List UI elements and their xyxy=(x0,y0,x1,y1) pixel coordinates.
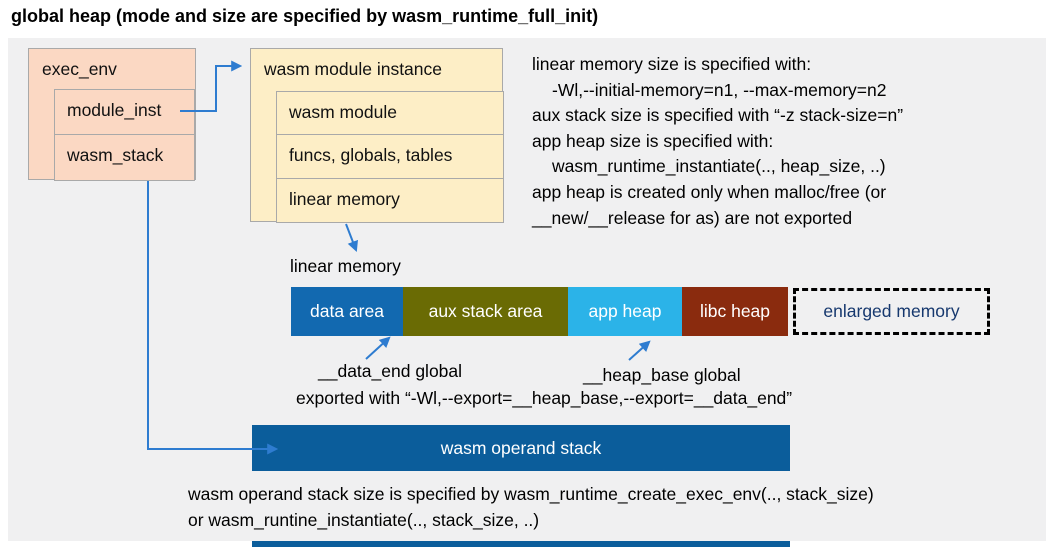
wasm-module-row: wasm module xyxy=(276,91,504,135)
note-line: __new/__release for as) are not exported xyxy=(532,207,853,228)
module-instance-box: wasm module instance wasm module funcs, … xyxy=(250,48,504,223)
annotation-data-end: __data_end global xyxy=(318,361,463,381)
segment-enlarged-memory: enlarged memory xyxy=(793,288,990,335)
diagram-title: global heap (mode and size are specified… xyxy=(11,6,599,26)
annotation-export-note: exported with “-Wl,--export=__heap_base,… xyxy=(296,388,793,408)
note-line: or wasm_runtine_instantiate(.., stack_si… xyxy=(188,510,540,530)
note-line: linear memory size is specified with: xyxy=(532,54,812,74)
note-line: wasm operand stack size is specified by … xyxy=(188,484,874,504)
note-line: app heap is created only when malloc/fre… xyxy=(532,181,887,202)
note-line: aux stack size is specified with “-z sta… xyxy=(532,105,904,126)
wasm-module-label: wasm module xyxy=(289,102,397,122)
annotation-heap-base: __heap_base global xyxy=(583,365,741,385)
linear-memory-row: linear memory xyxy=(276,177,504,223)
operand-stack-notes: wasm operand stack size is specified by … xyxy=(188,481,874,533)
module-inst-label: module_inst xyxy=(67,100,162,120)
linear-memory-row-label: linear memory xyxy=(289,188,400,209)
segment-aux-stack-area: aux stack area xyxy=(403,287,568,336)
note-line: app heap size is specified with: xyxy=(532,130,774,151)
segment-aux-stack-area-label: aux stack area xyxy=(428,301,543,321)
segment-libc-heap: libc heap xyxy=(682,287,788,336)
exec-env-label: exec_env xyxy=(42,59,117,79)
segment-app-heap: app heap xyxy=(568,287,682,336)
segment-app-heap-label: app heap xyxy=(588,301,662,321)
linear-memory-notes: linear memory size is specified with: -W… xyxy=(532,52,1037,231)
linear-memory-bar-label: linear memory xyxy=(290,256,401,276)
segment-enlarged-memory-label: enlarged memory xyxy=(823,301,960,321)
funcs-globals-tables-row: funcs, globals, tables xyxy=(276,133,504,179)
exec-env-box: exec_env module_inst wasm_stack xyxy=(28,48,196,181)
funcs-globals-tables-label: funcs, globals, tables xyxy=(289,144,453,165)
wasm-stack-box: wasm_stack xyxy=(54,133,195,181)
wasm-stack-label: wasm_stack xyxy=(67,144,164,165)
module-inst-box: module_inst xyxy=(54,89,195,135)
note-line: -Wl,--initial-memory=n1, --max-memory=n2 xyxy=(552,79,887,100)
segment-data-area-label: data area xyxy=(310,301,384,321)
segment-data-area: data area xyxy=(291,287,403,336)
operand-stack-label: wasm operand stack xyxy=(440,437,602,458)
segment-libc-heap-label: libc heap xyxy=(699,301,771,321)
operand-stack-bar: wasm operand stack xyxy=(252,425,790,471)
module-instance-label: wasm module instance xyxy=(264,59,442,79)
cut-off-bottom-bar xyxy=(252,541,790,547)
note-line: wasm_runtime_instantiate(.., heap_size, … xyxy=(552,156,886,177)
